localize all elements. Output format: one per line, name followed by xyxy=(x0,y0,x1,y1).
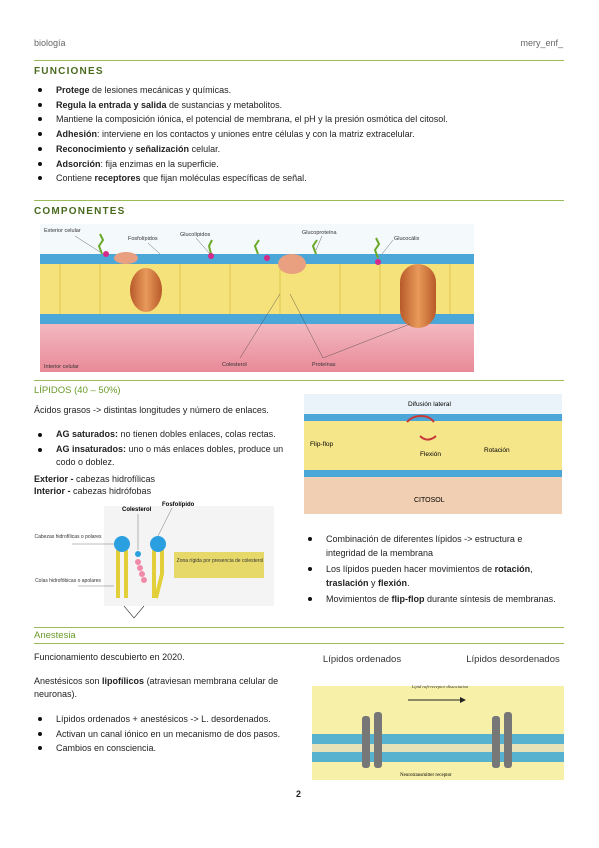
lipidos-intro: Ácidos grasos -> distintas longitudes y … xyxy=(34,405,269,415)
list-item: Regula la entrada y salida de sustancias… xyxy=(34,98,564,113)
label-desordenados: Lípidos desordenados xyxy=(466,654,560,665)
exterior-text: Exterior - cabezas hidrofílicas xyxy=(34,474,156,484)
list-item: AG insaturados: uno o más enlaces dobles… xyxy=(34,443,304,469)
divider xyxy=(34,60,564,61)
divider xyxy=(34,643,564,644)
label-flexion: Flexión xyxy=(420,451,441,458)
list-item: Cambios en consciencia. xyxy=(34,741,304,756)
label-exterior: Exterior celular xyxy=(44,228,81,234)
label-receptor: Neurotransmitter receptor xyxy=(400,773,452,778)
label-proteinas: Proteínas xyxy=(312,362,336,368)
list-item: Lípidos ordenados + anestésicos -> L. de… xyxy=(34,712,304,727)
list-item: Los lípidos pueden hacer movimientos de … xyxy=(304,562,562,590)
label-zona: Zona rígida por presencia de colesterol xyxy=(176,558,264,564)
label-colas: Colas hidrofóbicas o apolares xyxy=(35,578,101,584)
page-number: 2 xyxy=(296,789,302,799)
label-difusion: Difusión lateral xyxy=(408,401,452,408)
list-item: Adhesión: interviene en los contactos y … xyxy=(34,127,564,142)
list-item: Protege de lesiones mecánicas y químicas… xyxy=(34,83,564,98)
label-fosfolipidos: Fosfolípidos xyxy=(128,236,158,242)
list-item: Adsorción: fija enzimas en la superficie… xyxy=(34,157,564,172)
upper-heads xyxy=(40,254,474,264)
divider xyxy=(34,380,564,381)
label-raft: Lipid raft-receptor dissociation xyxy=(411,684,469,689)
ag-list: AG saturados: no tienen dobles enlaces, … xyxy=(34,428,304,469)
list-item: Reconocimiento y señalización celular. xyxy=(34,142,564,157)
label-rotacion: Rotación xyxy=(484,447,510,454)
protein-small xyxy=(130,268,162,312)
label-colesterol: Colesterol xyxy=(222,362,247,368)
lipidos-title: LÍPIDOS (40 – 50%) xyxy=(34,385,121,396)
label-citosol: CITOSOL xyxy=(414,497,445,504)
anesthesia-figure: Lípidos ordenados Lípidos desordenados L… xyxy=(312,654,564,780)
label-interior: Interior celular xyxy=(44,364,79,370)
anestesia-p1: Funcionamiento descubierto en 2020. xyxy=(34,652,185,662)
divider xyxy=(34,200,564,201)
divider xyxy=(34,627,564,628)
lipidos-right-list: Combinación de diferentes lípidos -> est… xyxy=(304,532,562,606)
list-item: Activan un canal iónico en un mecanismo … xyxy=(34,727,304,742)
list-item: Movimientos de flip-flop durante síntesi… xyxy=(304,592,562,606)
label-colesterol: Colesterol xyxy=(122,507,152,513)
header-subject: biología xyxy=(34,38,66,48)
anestesia-title: Anestesia xyxy=(34,630,76,641)
label-fosfolipido: Fosfolípido xyxy=(162,502,195,508)
lipid-movements-figure: Difusión lateral Flip-flop Flexión Rotac… xyxy=(304,394,562,514)
list-item: AG saturados: no tienen dobles enlaces, … xyxy=(34,428,304,441)
anestesia-p2: Anestésicos son lipofílicos (atraviesan … xyxy=(34,676,279,699)
label-cabezas: Cabezas hidrofílicas o polares xyxy=(34,534,102,540)
funciones-list: Protege de lesiones mecánicas y químicas… xyxy=(34,83,564,186)
label-glucoproteina: Glucoproteína xyxy=(302,230,337,236)
list-item: Combinación de diferentes lípidos -> est… xyxy=(304,532,562,560)
componentes-title: COMPONENTES xyxy=(34,206,126,217)
membrane-illustration: Exterior celular Fosfolípidos Glucolípid… xyxy=(40,224,474,372)
list-item: Mantiene la composición iónica, el poten… xyxy=(34,112,564,127)
cholesterol-figure: Colesterol Fosfolípido Cabezas hidrofíli… xyxy=(34,502,274,619)
protein-large xyxy=(400,264,436,328)
label-glucocalix: Glucocálix xyxy=(394,236,420,242)
list-item: Contiene receptores que fijan moléculas … xyxy=(34,171,564,186)
interior-text: Interior - cabezas hidrófobas xyxy=(34,486,152,496)
label-glucolipidos: Glucolípidos xyxy=(180,232,211,238)
lower-heads xyxy=(40,314,474,324)
anestesia-list: Lípidos ordenados + anestésicos -> L. de… xyxy=(34,712,304,756)
header-author: mery_enf_ xyxy=(520,38,563,48)
label-ordenados: Lípidos ordenados xyxy=(322,654,402,665)
label-flipflop: Flip-flop xyxy=(310,441,334,448)
funciones-title: FUNCIONES xyxy=(34,66,104,77)
